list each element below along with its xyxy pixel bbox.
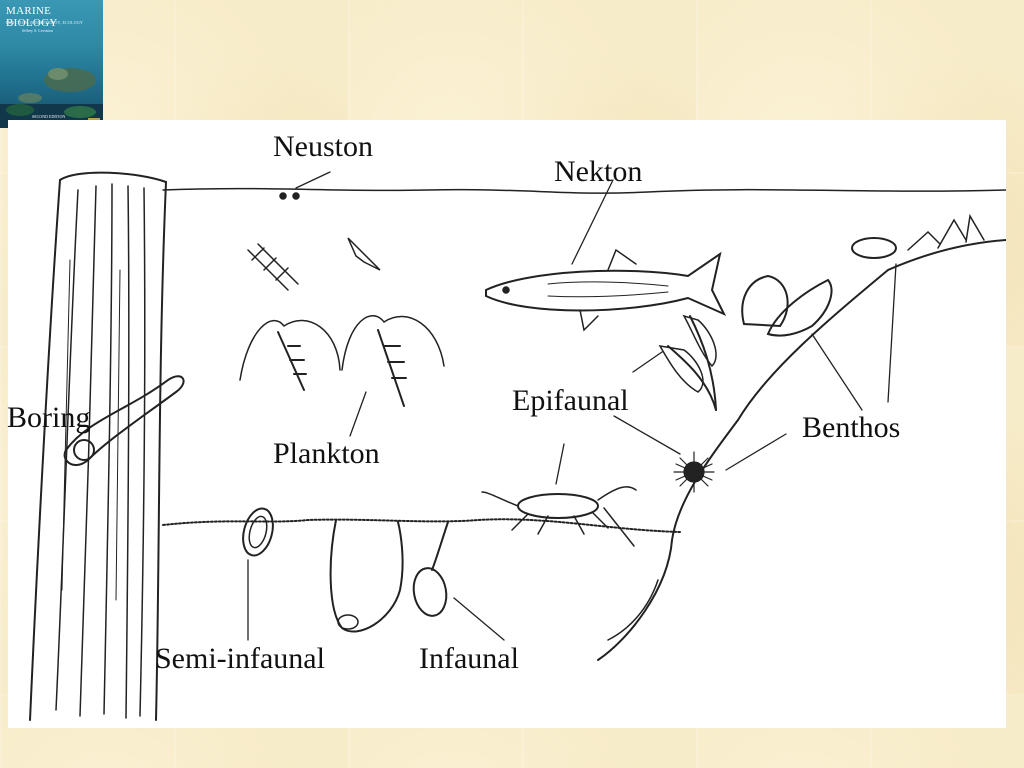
- label-epifaunal: Epifaunal: [512, 384, 629, 417]
- boring-organism: [63, 375, 185, 466]
- infaunal-leader: [453, 597, 505, 641]
- book-author: Jeffrey S. Levinton: [22, 28, 53, 33]
- label-leader-lines: [247, 171, 897, 641]
- sediment-surface: [162, 518, 681, 533]
- label-infaunal: Infaunal: [419, 642, 519, 675]
- label-boring: Boring: [7, 401, 91, 434]
- label-semi-infaunal: Semi-infaunal: [155, 642, 325, 675]
- wooden-piling: [29, 171, 167, 721]
- label-neuston: Neuston: [273, 130, 373, 163]
- diagram-panel: Neuston Nekton Plankton Epifaunal Bentho…: [7, 120, 1006, 728]
- cover-art: [0, 68, 103, 128]
- label-plankton: Plankton: [273, 437, 380, 470]
- book-subtitle: FUNCTION, BIODIVERSITY, ECOLOGY: [6, 20, 84, 25]
- marine-habitat-illustration: [29, 171, 1006, 721]
- benthos-leader-3: [887, 263, 897, 403]
- infaunal-organisms: [329, 519, 449, 633]
- semi-infaunal-organism: [242, 507, 274, 557]
- plankton-organisms: [239, 237, 445, 407]
- epifaunal-leader-2: [613, 415, 681, 455]
- nekton-fish: [485, 248, 727, 332]
- sea-urchin: [673, 451, 715, 493]
- epifaunal-leader-3: [555, 443, 565, 485]
- epifaunal-leader-1: [632, 351, 663, 373]
- neuston-leader: [295, 171, 331, 189]
- book-title: MARINE BIOLOGY: [6, 5, 58, 29]
- benthos-organisms: [741, 213, 985, 337]
- nekton-leader: [571, 179, 614, 265]
- book-edition: SECOND EDITION: [32, 114, 66, 119]
- label-nekton: Nekton: [554, 155, 643, 188]
- benthos-leader-1: [725, 433, 787, 471]
- water-surface: [162, 187, 1006, 194]
- rocky-slope: [597, 239, 1006, 661]
- label-benthos: Benthos: [802, 411, 901, 444]
- epifaunal-crab: [481, 486, 637, 547]
- seaweed: [658, 314, 717, 411]
- benthos-leader-2: [811, 333, 863, 411]
- book-cover-image: MARINE BIOLOGY FUNCTION, BIODIVERSITY, E…: [0, 0, 103, 128]
- neuston-organisms: [279, 192, 300, 200]
- plankton-leader: [349, 391, 367, 437]
